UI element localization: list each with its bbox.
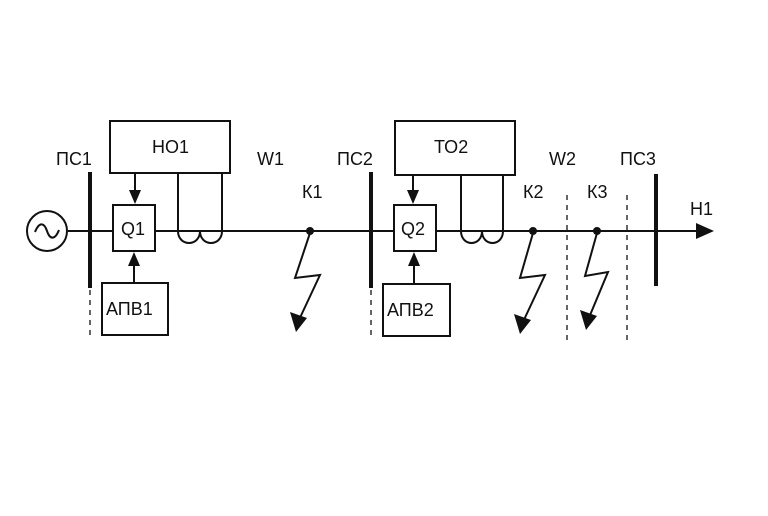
lightning-fault-icon xyxy=(514,232,547,334)
apv1-label: АПВ1 xyxy=(106,299,153,319)
ho1-label: НО1 xyxy=(152,137,189,157)
fault-point-k2 xyxy=(529,227,537,235)
apv2-box xyxy=(382,283,451,337)
ps1-label: ПС1 xyxy=(56,149,92,169)
fault-point-k3 xyxy=(593,227,601,235)
w2-label: W2 xyxy=(549,149,576,169)
current-transformer-icon xyxy=(460,175,504,244)
k3-label: К3 xyxy=(587,182,608,202)
h1-label: Н1 xyxy=(690,199,713,219)
to2-label: ТО2 xyxy=(434,137,468,157)
q2-breaker xyxy=(393,204,437,252)
ho1-box xyxy=(109,120,231,174)
k2-label: К2 xyxy=(523,182,544,202)
k1-label: К1 xyxy=(302,182,323,202)
fault-point-k1 xyxy=(306,227,314,235)
apv1-box xyxy=(101,282,169,336)
q1-label: Q1 xyxy=(121,219,145,239)
current-transformer-icon xyxy=(177,173,223,244)
w1-label: W1 xyxy=(257,149,284,169)
ps2-label: ПС2 xyxy=(337,149,373,169)
to2-box xyxy=(394,120,516,176)
lightning-fault-icon xyxy=(290,232,322,332)
q2-label: Q2 xyxy=(401,219,425,239)
ac-source-icon xyxy=(26,210,68,252)
apv2-label: АПВ2 xyxy=(387,300,434,320)
lightning-fault-icon xyxy=(580,232,610,330)
ps3-label: ПС3 xyxy=(620,149,656,169)
q1-breaker xyxy=(112,204,156,252)
